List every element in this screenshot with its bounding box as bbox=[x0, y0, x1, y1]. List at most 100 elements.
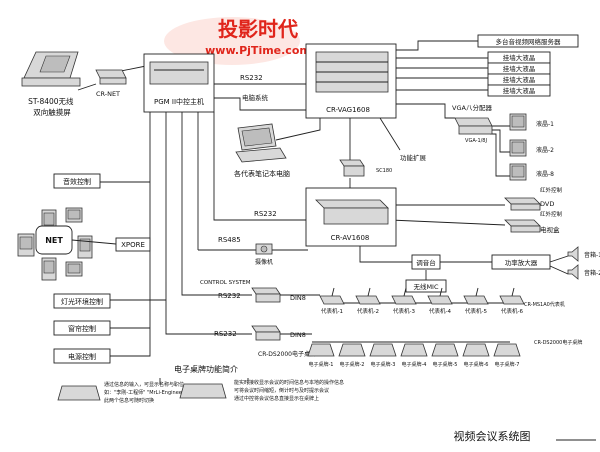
camera: 摄像机 bbox=[255, 243, 273, 266]
function-expand-label: 功能扩展 bbox=[400, 153, 427, 162]
dvd-label: DVD bbox=[540, 200, 554, 208]
delegate-unit-label: 代表机-4 bbox=[429, 307, 451, 315]
watermark-url: www.PjTime.com bbox=[205, 44, 311, 57]
nameplate: 电子桌牌-5 bbox=[431, 343, 459, 368]
intro-right-line-3: 通过中控将会议信息直接显示在桌牌上 bbox=[234, 395, 319, 402]
delegate-unit: 代表机-3 bbox=[391, 287, 417, 315]
curtain-control-label: 窗帘控制 bbox=[68, 324, 96, 333]
speaker-label-2: 音箱-2 bbox=[584, 269, 600, 277]
vga-splitter: VGA八分配器 VGA-1/8J bbox=[452, 103, 493, 144]
delegate-unit: 代表机-1 bbox=[319, 287, 345, 315]
light-control-label: 灯光环境控制 bbox=[61, 297, 103, 306]
vga-splitter-model: VGA-1/8J bbox=[465, 138, 487, 144]
sc-device: SC180 bbox=[339, 159, 392, 177]
nameplates: 电子桌牌-1 电子桌牌-2 电子桌牌-3 电子桌牌-4 电子桌牌-5 电子桌牌-6 电子桌牌… bbox=[307, 343, 521, 368]
cr-vag-label: CR-VAG1608 bbox=[326, 106, 370, 114]
xpore-label: XPORE bbox=[121, 241, 145, 249]
ds2000-label: CR-DS2000电子桌牌 bbox=[258, 350, 316, 358]
touch-screen-label-2: 双向触摸屏 bbox=[33, 107, 71, 117]
delegate-unit-label: 代表机-2 bbox=[357, 307, 379, 315]
delegate-units: 代表机-1 代表机-2 代表机-3 代表机-4 代表机-5 代表机-6 bbox=[319, 287, 525, 315]
left-controls: 音效控制 NET XPORE 灯光环境控制 窗帘控制 电源控制 bbox=[17, 173, 151, 364]
wires bbox=[77, 40, 569, 357]
nameplate: 电子桌牌-1 bbox=[307, 343, 335, 368]
cr-net-label: CR-NET bbox=[96, 90, 120, 98]
dvd-tvbox: 红外控制 DVD 红外控制 电视盒 bbox=[504, 186, 563, 234]
mixer-label: 调音台 bbox=[416, 258, 436, 267]
ds2000-row: RS232 DIN8 CR-DS2000电子桌牌 bbox=[214, 325, 316, 358]
nameplate-series-label: CR-DS2000电子桌牌 bbox=[534, 339, 582, 346]
nameplate: 电子桌牌-3 bbox=[369, 343, 397, 368]
intro-right-line-2: 可将会议时间缩短，倒计时与及时提示会议 bbox=[234, 387, 329, 394]
net-label: NET bbox=[45, 236, 63, 245]
speaker-icon-2 bbox=[567, 264, 579, 280]
nameplate-label: 电子桌牌-3 bbox=[371, 361, 396, 368]
pgm-label: PGM II中控主机 bbox=[154, 97, 204, 106]
lcd-label-2: 液晶-2 bbox=[536, 146, 554, 154]
laptop: 各代表笔记本电脑 bbox=[234, 123, 290, 178]
svg-text:ST-8400无线 双向触摸屏: ST-8400无线 双向触摸屏 bbox=[28, 96, 76, 117]
camera-label: 摄像机 bbox=[255, 258, 273, 266]
intro-left-text: 通过信息的输入，可显示名称与职位，如："李刚-工程师" "MrLi-Engine… bbox=[104, 381, 189, 404]
sc-label: SC180 bbox=[376, 168, 392, 174]
power-control-label: 电源控制 bbox=[68, 352, 96, 361]
nameplate: 电子桌牌-4 bbox=[400, 343, 428, 368]
wall-lcd-4: 挂墙大液晶 bbox=[503, 86, 536, 95]
server-box: 多台音视频网络服务器 bbox=[496, 37, 562, 46]
delegate-unit: 代表机-2 bbox=[355, 287, 381, 315]
intro-section: 电子桌牌功能简介 通过信息的输入，可显示名称与职位，如："李刚-工程师" "Mr… bbox=[57, 364, 344, 404]
rs232-label-2: RS232 bbox=[254, 210, 277, 218]
cr-vag: CR-VAG1608 bbox=[305, 43, 397, 119]
right-boxes: 多台音视频网络服务器 挂墙大液晶 挂墙大液晶 挂墙大液晶 挂墙大液晶 bbox=[477, 34, 579, 97]
wall-lcd-2: 挂墙大液晶 bbox=[503, 64, 536, 73]
wall-lcd-1: 挂墙大液晶 bbox=[503, 53, 536, 62]
nameplate-label: 电子桌牌-4 bbox=[402, 361, 427, 368]
footer-title: 视频会议系统图 bbox=[454, 429, 531, 443]
rs232-label-3: RS232 bbox=[218, 292, 241, 300]
nameplate-label: 电子桌牌-1 bbox=[309, 361, 334, 368]
cr-av-label: CR-AV1608 bbox=[331, 234, 370, 242]
watermark-brand: 投影时代 bbox=[218, 17, 298, 41]
rs232-label-4: RS232 bbox=[214, 330, 237, 338]
wireless-mic-label: 无线MIC bbox=[413, 282, 439, 291]
cr-av: CR-AV1608 bbox=[305, 187, 397, 247]
nameplate: 电子桌牌-7 bbox=[493, 343, 521, 368]
delegate-unit-label: 代表机-6 bbox=[501, 307, 523, 315]
control-system-label: CONTROL SYSTEM bbox=[200, 280, 251, 286]
audio-control-label: 音效控制 bbox=[63, 177, 91, 186]
delegate-unit-label: 代表机-3 bbox=[393, 307, 415, 315]
lcd-label-8: 液晶-8 bbox=[536, 170, 554, 178]
audio-chain: 调音台 功率放大器 无线MIC 音箱-1 音箱-2 bbox=[405, 246, 600, 293]
delegate-series-label: CR-MS1A0代表机 bbox=[524, 301, 565, 308]
lcd-label-1: 液晶-1 bbox=[536, 120, 554, 128]
net-cluster: NET bbox=[17, 207, 117, 281]
tvbox-label: 电视盒 bbox=[540, 225, 560, 234]
wall-lcd-3: 挂墙大液晶 bbox=[503, 75, 536, 84]
nameplate-label: 电子桌牌-5 bbox=[433, 361, 458, 368]
ir-label-2: 红外控制 bbox=[540, 210, 563, 218]
laptop-label: 各代表笔记本电脑 bbox=[234, 169, 290, 178]
nameplate: 电子桌牌-2 bbox=[338, 343, 366, 368]
pgm-host: PGM II中控主机 bbox=[143, 53, 215, 113]
din8-label-2: DIN8 bbox=[290, 331, 306, 339]
touch-screen: ST-8400无线 双向触摸屏 bbox=[21, 51, 81, 117]
lcd-monitors: 液晶-1 液晶-2 液晶-8 bbox=[509, 113, 554, 181]
nameplate: 电子桌牌-6 bbox=[462, 343, 490, 368]
cr-net: CR-NET bbox=[95, 69, 127, 98]
nameplate-label: 电子桌牌-2 bbox=[340, 361, 365, 368]
intro-right-plate bbox=[179, 383, 227, 399]
ir-label-1: 红外控制 bbox=[540, 186, 563, 194]
nameplate-label: 电子桌牌-6 bbox=[464, 361, 489, 368]
nameplate-label: 电子桌牌-7 bbox=[495, 361, 520, 368]
vga-splitter-label: VGA八分配器 bbox=[452, 103, 492, 112]
delegate-unit: 代表机-5 bbox=[463, 287, 489, 315]
speaker-label-1: 音箱-1 bbox=[584, 251, 600, 259]
intro-left-plate: 通过信息的输入，可显示名称与职位，如："李刚-工程师" "MrLi-Engine… bbox=[57, 381, 189, 404]
speaker-icon-1 bbox=[567, 246, 579, 262]
delegate-unit-label: 代表机-1 bbox=[321, 307, 343, 315]
watermark: 投影时代 www.PjTime.com bbox=[164, 17, 311, 65]
din8-label-1: DIN8 bbox=[290, 294, 306, 302]
computer-system-label: 电脑系统 bbox=[242, 93, 269, 102]
delegate-unit: 代表机-4 bbox=[427, 287, 453, 315]
touch-screen-label-1: ST-8400无线 bbox=[28, 96, 74, 106]
